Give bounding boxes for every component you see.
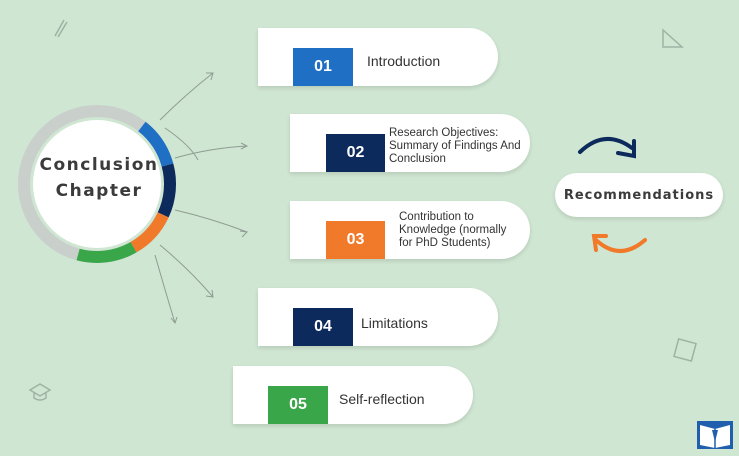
item-label-03: Contribution to Knowledge (normally for … [399, 210, 507, 249]
center-title: Conclusion Chapter [34, 152, 164, 204]
arrow-right-icon [578, 137, 636, 159]
pencil-icon [54, 19, 68, 38]
item-label-01: Introduction [367, 53, 441, 69]
center-circle [33, 120, 161, 248]
item-badge-03: 03 [326, 221, 385, 259]
item-badge-05: 05 [268, 386, 328, 424]
triangle-ruler-icon [662, 28, 684, 48]
item-label-05: Self-reflection [339, 391, 425, 407]
recommendations-pill: Recommendations [555, 173, 723, 217]
item-badge-01: 01 [293, 48, 353, 86]
pointer-lines [154, 72, 249, 325]
item-label-04: Limitations [361, 315, 428, 331]
center-title-line2: Chapter [55, 181, 143, 201]
item-badge-04: 04 [293, 308, 353, 346]
notebook-icon [673, 338, 697, 362]
item-badge-02: 02 [326, 134, 385, 172]
center-title-line1: Conclusion [39, 155, 159, 175]
ring-segments [76, 121, 177, 263]
item-label-02: Research Objectives: Summary of Findings… [389, 126, 521, 165]
graduation-cap-icon [28, 383, 52, 401]
book-pen-logo-icon [697, 421, 733, 449]
arrow-left-icon [591, 234, 647, 253]
